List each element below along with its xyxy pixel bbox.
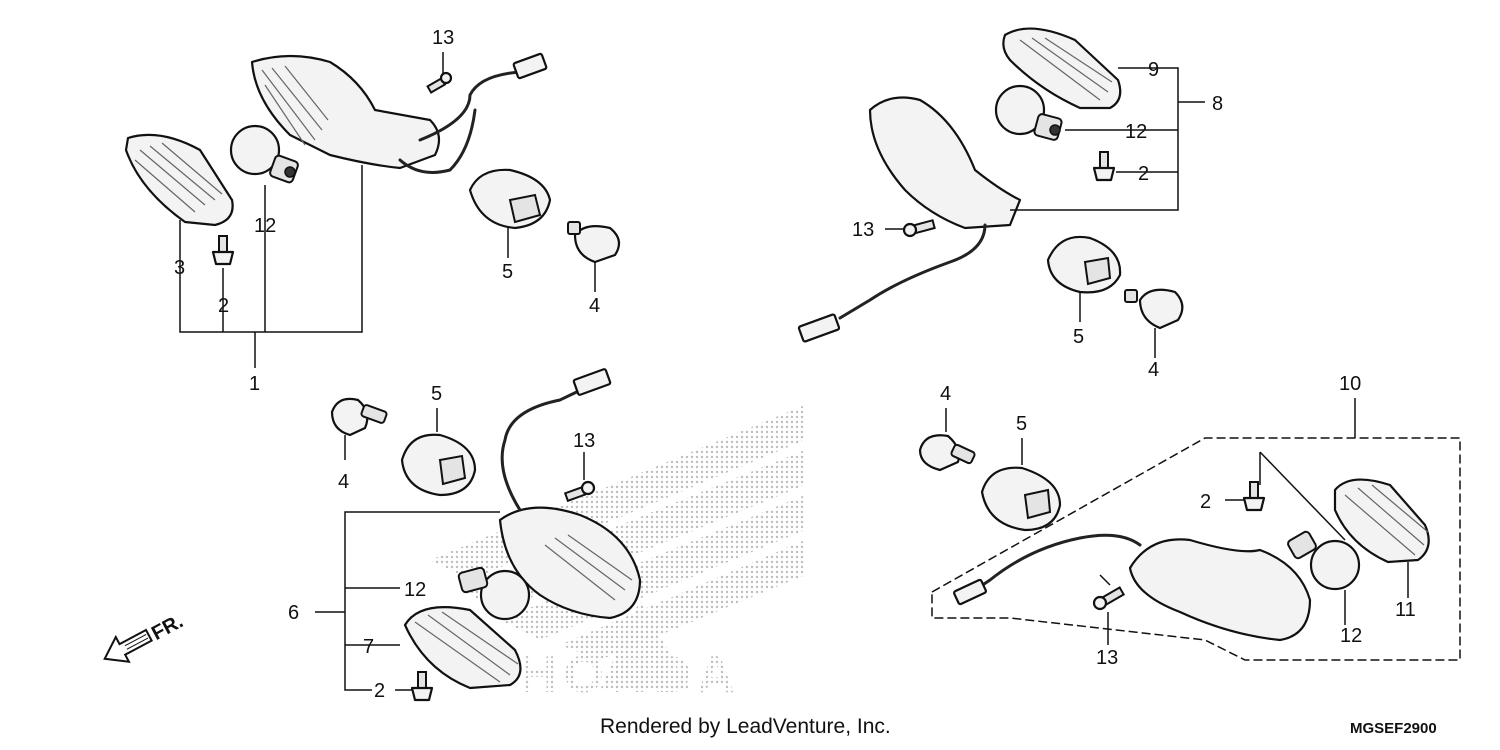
assembly-rear-right	[797, 27, 1205, 358]
callout-br-2[interactable]: 2	[1200, 491, 1211, 513]
grommet-part-5[interactable]	[468, 168, 552, 230]
callout-br-10[interactable]: 10	[1339, 373, 1361, 395]
socket-part-4[interactable]	[567, 221, 621, 264]
grommet-part-5-bl[interactable]	[400, 433, 477, 497]
housing-part-8[interactable]	[797, 96, 1022, 343]
callout-bl-7[interactable]: 7	[363, 636, 374, 658]
screw-part-13-rear[interactable]	[902, 219, 936, 238]
callout-tl-5[interactable]: 5	[502, 261, 513, 283]
callout-br-13[interactable]: 13	[1096, 647, 1118, 669]
callout-br-12[interactable]: 12	[1340, 625, 1362, 647]
callout-tl-12[interactable]: 12	[254, 215, 276, 237]
render-credit: Rendered by LeadVenture, Inc.	[600, 715, 891, 738]
callout-bl-6[interactable]: 6	[288, 602, 299, 624]
front-direction-indicator: FR.	[103, 610, 187, 663]
callout-bl-12[interactable]: 12	[404, 579, 426, 601]
assembly-front-right	[315, 368, 642, 702]
grommet-part-5-rear[interactable]	[1046, 235, 1122, 294]
bulb-part-12-rear[interactable]	[994, 84, 1063, 141]
callout-bl-5[interactable]: 5	[431, 383, 442, 405]
callout-tr-4[interactable]: 4	[1148, 359, 1159, 381]
callout-tr-12[interactable]: 12	[1125, 121, 1147, 143]
housing-part-6[interactable]	[498, 368, 642, 620]
callout-tl-3[interactable]: 3	[174, 257, 185, 279]
socket-part-4-br[interactable]	[918, 434, 976, 472]
assembly-rear-left	[918, 398, 1461, 661]
bulb-part-12[interactable]	[229, 124, 299, 184]
front-direction-label: FR.	[148, 610, 187, 645]
diagram-code: MGSEF2900	[1350, 720, 1437, 737]
callout-tl-13[interactable]: 13	[432, 27, 454, 49]
socket-part-4-rear[interactable]	[1124, 288, 1184, 330]
callout-tr-2[interactable]: 2	[1138, 163, 1149, 185]
callout-tl-2[interactable]: 2	[218, 295, 229, 317]
screw-part-2-rear[interactable]	[1092, 151, 1116, 182]
front-arrow-icon	[103, 628, 153, 663]
callout-tr-13[interactable]: 13	[852, 219, 874, 241]
lens-part-9[interactable]	[1002, 27, 1122, 110]
callout-tl-4[interactable]: 4	[589, 295, 600, 317]
callout-tr-5[interactable]: 5	[1073, 326, 1084, 348]
bulb-part-12-bl[interactable]	[457, 566, 531, 621]
screw-part-13-br[interactable]	[1092, 586, 1126, 611]
callout-tr-9[interactable]: 9	[1148, 59, 1159, 81]
screw-part-2-br[interactable]	[1242, 481, 1266, 512]
screw-part-13[interactable]	[426, 71, 453, 94]
lens-part-11[interactable]	[1333, 478, 1430, 564]
bulb-part-12-br[interactable]	[1287, 530, 1361, 591]
callout-bl-13[interactable]: 13	[573, 430, 595, 452]
grommet-part-5-br[interactable]	[980, 466, 1062, 532]
socket-part-4-bl[interactable]	[330, 397, 388, 437]
callout-tr-8[interactable]: 8	[1212, 93, 1223, 115]
callout-bl-4[interactable]: 4	[338, 471, 349, 493]
housing-part-10[interactable]	[953, 533, 1312, 642]
screw-part-13-bl[interactable]	[563, 480, 596, 503]
lens-part-7[interactable]	[403, 606, 522, 690]
lens-part-3[interactable]	[124, 133, 234, 227]
callout-br-11[interactable]: 11	[1395, 599, 1416, 621]
assembly-front-left	[124, 52, 621, 368]
callout-br-4[interactable]: 4	[940, 383, 951, 405]
callout-labels: 13 12 3 2 5 4 1 9 8 12 2 13 5 4 4 5 13 1…	[174, 27, 1416, 702]
callout-tl-1[interactable]: 1	[249, 373, 260, 395]
honda-watermark-text: HONDA	[520, 646, 741, 704]
screw-part-2-bl[interactable]	[410, 671, 434, 702]
screw-part-2[interactable]	[211, 235, 235, 266]
callout-bl-2[interactable]: 2	[374, 680, 385, 702]
housing-part-1[interactable]	[250, 52, 548, 174]
callout-br-5[interactable]: 5	[1016, 413, 1027, 435]
